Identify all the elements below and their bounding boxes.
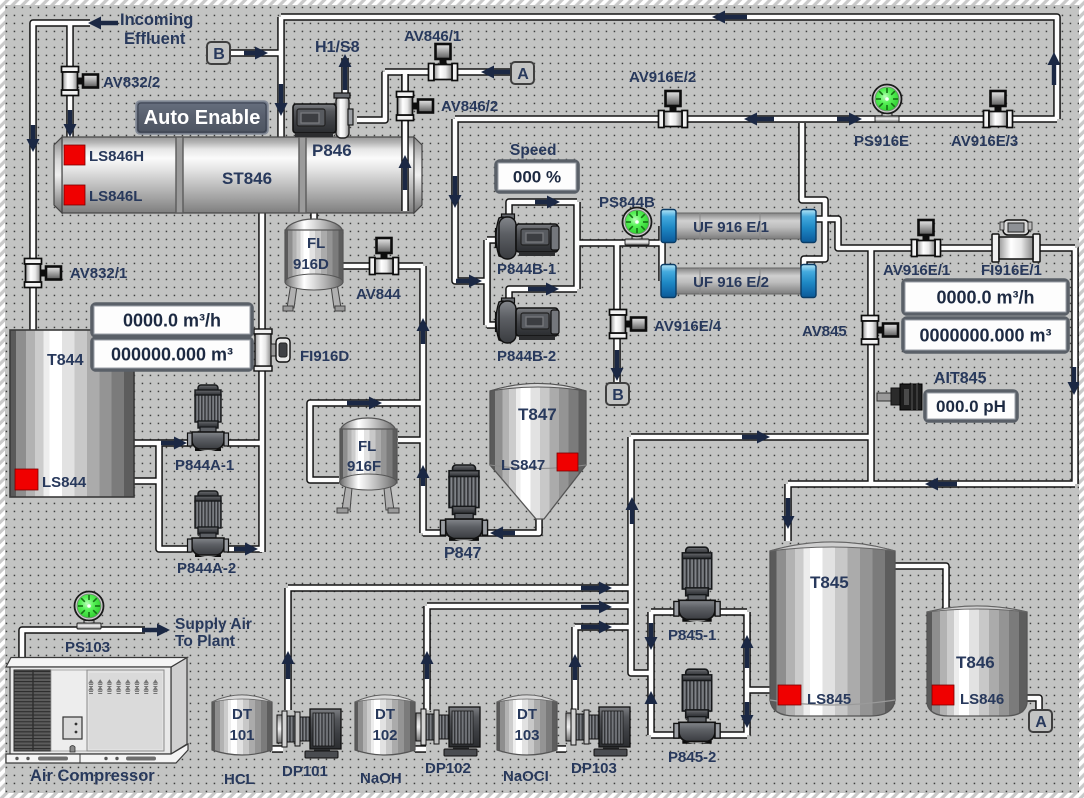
svg-text:916D: 916D xyxy=(293,256,329,273)
svg-text:ST846: ST846 xyxy=(222,169,272,188)
svg-text:AV846/1: AV846/1 xyxy=(404,28,461,45)
svg-text:P844A-1: P844A-1 xyxy=(175,457,234,474)
svg-text:HCL: HCL xyxy=(224,771,255,788)
svg-text:Supply Air: Supply Air xyxy=(175,616,252,633)
svg-text:DT: DT xyxy=(517,706,537,723)
svg-text:103: 103 xyxy=(514,727,539,744)
svg-text:Air Compressor: Air Compressor xyxy=(30,767,155,785)
svg-text:Incoming: Incoming xyxy=(120,11,193,29)
svg-text:AV916E/2: AV916E/2 xyxy=(629,69,696,86)
svg-text:PS103: PS103 xyxy=(65,639,110,656)
svg-text:AV916E/4: AV916E/4 xyxy=(654,318,722,335)
svg-text:Speed: Speed xyxy=(510,142,557,159)
svg-text:T846: T846 xyxy=(956,653,995,672)
svg-text:AV916E/1: AV916E/1 xyxy=(883,262,950,279)
svg-text:AV832/2: AV832/2 xyxy=(103,74,160,91)
svg-text:AV846/2: AV846/2 xyxy=(441,98,498,115)
svg-text:LS844: LS844 xyxy=(42,474,87,491)
svg-text:UF 916 E/2: UF 916 E/2 xyxy=(693,274,769,291)
svg-text:AV832/1: AV832/1 xyxy=(70,265,127,282)
svg-text:B: B xyxy=(213,46,225,63)
svg-text:0000.0 m³/h: 0000.0 m³/h xyxy=(936,287,1034,307)
svg-text:T847: T847 xyxy=(518,405,557,424)
svg-text:P845-1: P845-1 xyxy=(668,627,716,644)
svg-text:DP101: DP101 xyxy=(282,763,328,780)
svg-text:LS846L: LS846L xyxy=(89,188,142,205)
svg-text:P844B-2: P844B-2 xyxy=(497,348,556,365)
svg-text:DP102: DP102 xyxy=(425,760,471,777)
svg-text:000000.000 m³: 000000.000 m³ xyxy=(111,344,233,364)
svg-text:P847: P847 xyxy=(444,545,481,562)
svg-text:000 %: 000 % xyxy=(513,168,561,187)
svg-text:NaOCI: NaOCI xyxy=(503,768,549,785)
svg-text:000.0 pH: 000.0 pH xyxy=(936,397,1006,416)
svg-text:Effluent: Effluent xyxy=(124,30,186,48)
svg-text:LS845: LS845 xyxy=(807,691,851,708)
svg-text:T845: T845 xyxy=(810,573,849,592)
svg-text:P844B-1: P844B-1 xyxy=(497,261,556,278)
svg-text:To Plant: To Plant xyxy=(175,633,235,650)
svg-text:AV916E/3: AV916E/3 xyxy=(951,133,1018,150)
svg-text:DT: DT xyxy=(375,706,395,723)
svg-text:0000.0 m³/h: 0000.0 m³/h xyxy=(123,310,221,330)
svg-text:AIT845: AIT845 xyxy=(934,370,987,387)
svg-text:H1/S8: H1/S8 xyxy=(315,39,360,56)
svg-text:916F: 916F xyxy=(347,458,381,475)
svg-text:102: 102 xyxy=(372,727,397,744)
svg-text:DP103: DP103 xyxy=(571,760,617,777)
svg-text:B: B xyxy=(612,387,624,404)
svg-text:101: 101 xyxy=(229,727,254,744)
svg-text:FI916D: FI916D xyxy=(300,348,349,365)
svg-text:LS846: LS846 xyxy=(960,691,1004,708)
svg-text:FL: FL xyxy=(307,235,325,252)
svg-text:UF 916 E/1: UF 916 E/1 xyxy=(693,219,769,236)
svg-text:FL: FL xyxy=(358,438,376,455)
svg-text:P844A-2: P844A-2 xyxy=(177,560,236,577)
svg-text:PS844B: PS844B xyxy=(599,194,655,211)
svg-text:PS916E: PS916E xyxy=(854,133,909,150)
svg-text:LS847: LS847 xyxy=(501,457,545,474)
svg-text:P846: P846 xyxy=(312,141,352,160)
svg-text:P845-2: P845-2 xyxy=(668,749,716,766)
svg-text:DT: DT xyxy=(232,706,252,723)
svg-text:FI916E/1: FI916E/1 xyxy=(981,262,1042,279)
svg-text:T844: T844 xyxy=(47,352,84,369)
svg-text:AV845: AV845 xyxy=(802,323,847,340)
svg-text:AV844: AV844 xyxy=(356,286,401,303)
svg-text:NaOH: NaOH xyxy=(360,770,402,787)
svg-text:Auto Enable: Auto Enable xyxy=(144,107,261,129)
svg-text:0000000.000 m³: 0000000.000 m³ xyxy=(919,325,1051,345)
svg-text:A: A xyxy=(1035,714,1047,731)
svg-text:A: A xyxy=(517,66,529,83)
svg-text:LS846H: LS846H xyxy=(89,148,144,165)
